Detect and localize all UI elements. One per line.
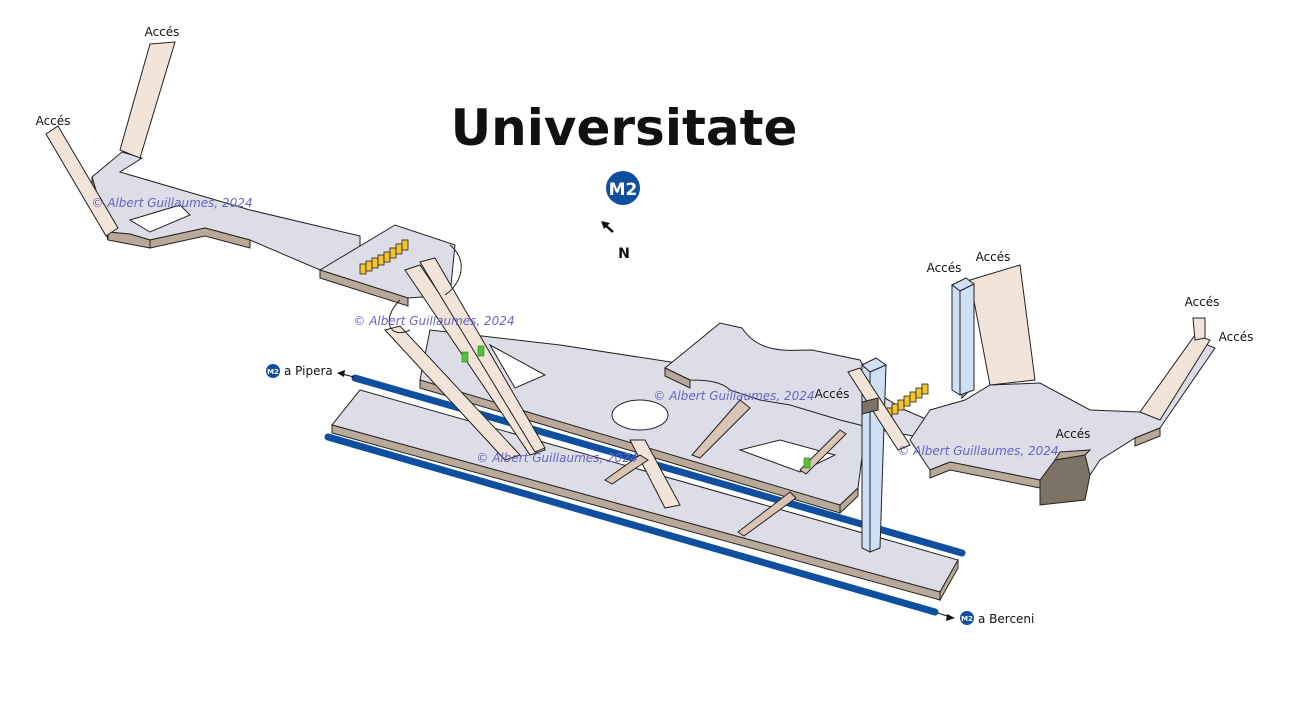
north-arrow-icon (601, 221, 614, 233)
nw-corridor (45, 41, 456, 307)
access-label-ne2: Accés (976, 250, 1011, 264)
svg-text:M2: M2 (267, 368, 279, 376)
nw-stair-west (45, 125, 119, 237)
access-label-mid: Accés (815, 387, 850, 401)
access-label-north: Accés (145, 25, 180, 39)
line-badge: M2 (606, 171, 640, 205)
watermark: © Albert Guillaumes, 2024 (353, 314, 514, 328)
access-label-west: Accés (36, 114, 71, 128)
watermark: © Albert Guillaumes, 2024 (897, 444, 1058, 458)
direction-pipera: M2 a Pipera (266, 364, 355, 378)
watermark: © Albert Guillaumes, 2024 (91, 196, 252, 210)
lift-shaft-north (951, 284, 961, 396)
watermark: © Albert Guillaumes, 2024 (653, 389, 814, 403)
access-label-ne1: Accés (927, 261, 962, 275)
east-access (847, 264, 1216, 553)
ticket-gate-icon (461, 345, 811, 469)
svg-text:a Berceni: a Berceni (978, 612, 1034, 626)
station-title: Universitate (451, 99, 798, 157)
track-lower (324, 433, 939, 616)
svg-text:M2: M2 (961, 615, 973, 623)
direction-berceni: M2 a Berceni (937, 611, 1034, 626)
svg-text:M2: M2 (609, 180, 638, 200)
access-label-e1: Accés (1185, 295, 1220, 309)
access-label-se: Accés (1056, 427, 1091, 441)
watermark: © Albert Guillaumes, 2024 (476, 451, 637, 465)
svg-text:a Pipera: a Pipera (284, 364, 333, 378)
nw-stair-north (119, 41, 176, 159)
escalator-icon (359, 239, 409, 275)
compass-label: N (618, 246, 630, 262)
access-label-e2: Accés (1219, 330, 1254, 344)
